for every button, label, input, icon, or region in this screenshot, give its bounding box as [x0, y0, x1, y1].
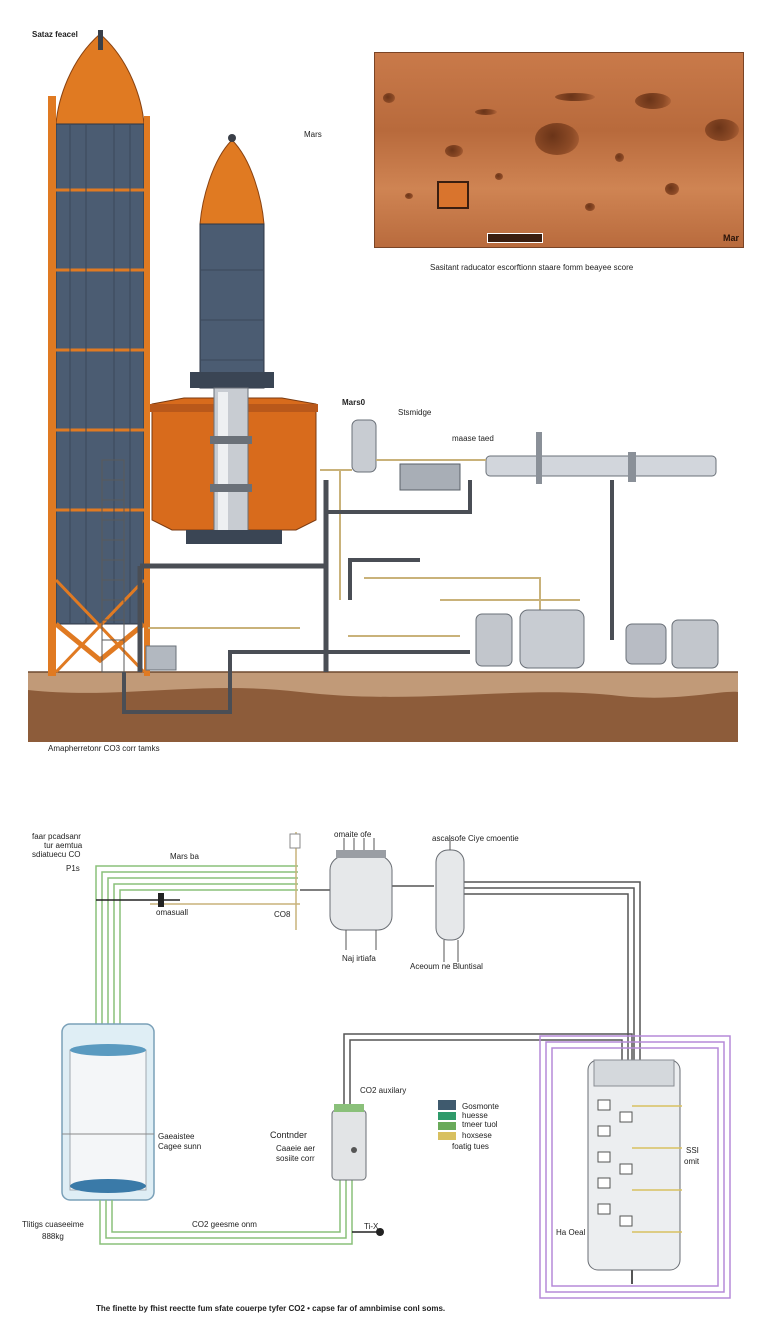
- omaall-label: omasuall: [156, 908, 189, 917]
- reactor-vessel: [329, 838, 393, 950]
- left-top-label-2: tur aemtua: [44, 841, 83, 850]
- second-rocket: [190, 134, 274, 389]
- top-diagram: [28, 30, 738, 742]
- left-top-label-1: faar pcadsanr: [32, 832, 81, 841]
- legend-item-2: huesse: [462, 1111, 488, 1120]
- cod-label: CO8: [274, 910, 291, 919]
- label-tower: Mars0: [342, 398, 366, 407]
- label-mass: maase taed: [452, 434, 494, 443]
- top-bottom-caption: Amapherretonr CO3 corr tamks: [48, 744, 160, 753]
- orange-reactor: [150, 387, 318, 544]
- legend-item-4: hoxsese: [462, 1131, 492, 1140]
- reactor-bottom-label: Naj irtiafa: [342, 954, 376, 963]
- photo-caption: Sasitant raducator escorftionn staare fo…: [430, 263, 634, 272]
- legend-item-1: Gosmonte: [462, 1102, 499, 1111]
- right-label-2: omit: [684, 1157, 700, 1166]
- mars-surface-photo: Mar: [374, 52, 744, 248]
- controller-sub-1: Caaeie aer: [276, 1144, 316, 1153]
- mars-label: Mars: [304, 130, 322, 139]
- bottom-left-label-2: 888kg: [42, 1232, 64, 1241]
- inset-marker: [437, 181, 469, 209]
- controller-sub-2: sosiite corr: [276, 1154, 315, 1163]
- left-top-label-3: sdiatuecu CO: [32, 850, 81, 859]
- scale-bar: [487, 233, 543, 243]
- reactor-top-label: omaite ofe: [334, 830, 372, 839]
- pipeline-system: [122, 419, 717, 714]
- legend-swatches: [438, 1100, 456, 1140]
- co2-line-label: CO2 geesme onm: [192, 1220, 257, 1229]
- capsule-top-label: ascalsofe Ciye cmoentie: [432, 834, 519, 843]
- tall-reactor-label: Ha Oeal: [556, 1228, 586, 1237]
- tall-reactor: [539, 1035, 731, 1299]
- tank-label-2: Cagee sunn: [158, 1142, 202, 1151]
- capsule-bottom-label: Aceoum ne Bluntisal: [410, 962, 483, 971]
- bottom-left-label-1: Tlitigs cuaseeime: [22, 1220, 84, 1229]
- controller-label: Contnder: [270, 1130, 308, 1140]
- legend-item-5: foatig tues: [452, 1142, 489, 1151]
- capsule-vessel: [435, 838, 465, 962]
- corner-label: Sataz feacel: [32, 30, 78, 39]
- label-smidge: Stsmidge: [398, 408, 432, 417]
- co2-auxiliary-label: CO2 auxilary: [360, 1086, 407, 1095]
- right-label-1: SSI: [686, 1146, 699, 1155]
- tank-label-1: Gaeaistee: [158, 1132, 195, 1141]
- left-top-label-4: P1s: [66, 864, 80, 873]
- tall-rocket-tank: [48, 30, 150, 676]
- glass-storage-tank: [61, 1023, 155, 1201]
- photo-tag: Mar: [722, 233, 739, 243]
- marsba-label: Mars ba: [170, 852, 199, 861]
- valve-label: Ti-X: [364, 1222, 379, 1231]
- bottom-caption: The finette by fhist reectte fum sfate c…: [96, 1304, 446, 1313]
- ground-tanks: [145, 609, 719, 671]
- legend-item-3: tmeer tuol: [462, 1120, 498, 1129]
